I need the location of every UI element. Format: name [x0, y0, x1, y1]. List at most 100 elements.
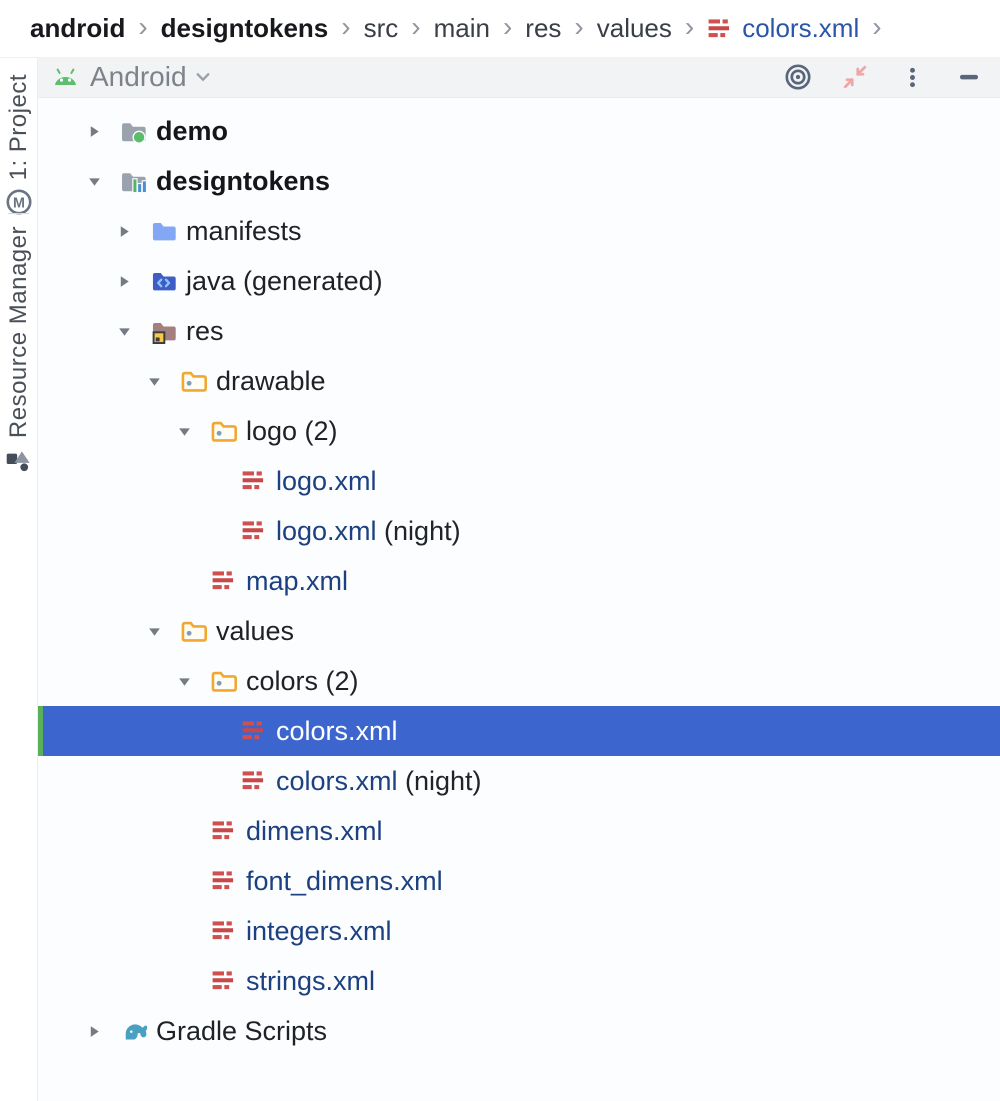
folder-resource-icon	[210, 668, 237, 695]
tree-row-map-xml[interactable]: map.xml	[38, 556, 1000, 606]
tree-row-values[interactable]: values	[38, 606, 1000, 656]
tree-collapse-arrow-icon[interactable]	[86, 1018, 120, 1044]
tree-collapse-arrow-icon[interactable]	[116, 268, 150, 294]
project-tree: demo designtokens manifests java (generated…	[38, 98, 1000, 1101]
tree-row-colors-xml-night[interactable]: colors.xml (night)	[38, 756, 1000, 806]
tree-row-label: colors (2)	[246, 665, 359, 696]
tree-row-demo[interactable]: demo	[38, 106, 1000, 156]
breadcrumb-item-android[interactable]: android	[30, 13, 125, 44]
breadcrumb: android › designtokens › src › main › res › values…	[0, 0, 1000, 57]
breadcrumb-item-values[interactable]: values	[597, 13, 672, 44]
gradle-icon	[120, 1018, 147, 1045]
breadcrumb-item-label: android	[30, 13, 126, 43]
breadcrumb-item-label: src	[363, 13, 399, 43]
android-logo-icon	[50, 64, 81, 90]
breadcrumb-item-label: values	[596, 13, 672, 43]
tree-row-logo-xml-night[interactable]: logo.xml (night)	[38, 506, 1000, 556]
tree-row-drawable[interactable]: drawable	[38, 356, 1000, 406]
xml-file-icon	[210, 568, 237, 595]
breadcrumb-separator: ›	[411, 11, 421, 42]
stripe-button-project[interactable]: 1: Project M	[0, 74, 37, 216]
tree-expand-arrow-icon[interactable]	[116, 318, 150, 344]
breadcrumb-item-main[interactable]: main	[434, 13, 490, 44]
tree-row-label: manifests	[186, 215, 302, 246]
module-folder-dot-icon	[120, 118, 147, 145]
module-folder-chart-icon	[120, 168, 147, 195]
tree-row-designtokens[interactable]: designtokens	[38, 156, 1000, 206]
xml-file-icon	[240, 468, 267, 495]
tree-row-label: colors.xml	[276, 715, 398, 746]
tree-row-dimens-xml[interactable]: dimens.xml	[38, 806, 1000, 856]
collapse-all-button[interactable]	[840, 62, 870, 92]
tree-expand-arrow-icon[interactable]	[176, 668, 210, 694]
hide-tool-window-button[interactable]	[954, 62, 984, 92]
tree-row-label: logo.xml	[276, 515, 377, 546]
tree-row-label: strings.xml	[246, 965, 376, 996]
resource-manager-icon	[5, 446, 32, 473]
tree-row-label: values	[216, 615, 295, 646]
tree-row-manifests[interactable]: manifests	[38, 206, 1000, 256]
breadcrumb-separator: ›	[872, 11, 882, 42]
collapse-arrows-icon	[842, 64, 868, 90]
kebab-icon	[901, 66, 924, 89]
tree-arrow-spacer	[176, 968, 210, 994]
tree-expand-arrow-icon[interactable]	[176, 418, 210, 444]
tree-collapse-arrow-icon[interactable]	[116, 218, 150, 244]
tree-row-colors-2[interactable]: colors (2)	[38, 656, 1000, 706]
xml-file-icon	[210, 868, 237, 895]
tree-row-label: demo	[156, 115, 229, 146]
tree-row-label: res	[186, 315, 224, 346]
target-icon	[784, 63, 812, 91]
tree-expand-arrow-icon[interactable]	[146, 618, 180, 644]
tree-row-font-dimens-xml[interactable]: font_dimens.xml	[38, 856, 1000, 906]
minimize-icon	[957, 65, 981, 89]
tree-row-label: colors.xml	[276, 765, 398, 796]
tree-row-label: java (generated)	[186, 265, 383, 296]
tree-row-logo-2[interactable]: logo (2)	[38, 406, 1000, 456]
tool-window-stripe: 1: Project M Resource Manager	[0, 57, 38, 1101]
stripe-label-project: 1: Project	[4, 74, 32, 181]
tree-arrow-spacer	[206, 518, 240, 544]
locate-file-button[interactable]	[783, 62, 813, 92]
tree-row-label: map.xml	[246, 565, 349, 596]
xml-file-icon	[240, 518, 267, 545]
tool-window-view-title[interactable]: Android	[90, 61, 187, 92]
breadcrumb-item-label: colors.xml	[742, 13, 860, 43]
tree-expand-arrow-icon[interactable]	[86, 168, 120, 194]
breadcrumb-separator: ›	[684, 11, 695, 42]
tree-row-qualifier: (night)	[376, 515, 461, 546]
tree-row-res[interactable]: res	[38, 306, 1000, 356]
tree-arrow-spacer	[176, 568, 210, 594]
folder-resource-icon	[180, 618, 207, 645]
tree-row-gradle-scripts[interactable]: Gradle Scripts	[38, 1006, 1000, 1056]
tree-row-label: integers.xml	[246, 915, 392, 946]
tree-row-label: logo (2)	[246, 415, 338, 446]
tree-arrow-spacer	[206, 718, 240, 744]
folder-blue-icon	[150, 218, 177, 245]
xml-file-icon	[707, 16, 733, 42]
tree-row-strings-xml[interactable]: strings.xml	[38, 956, 1000, 1006]
tree-row-label: Gradle Scripts	[156, 1015, 328, 1046]
tree-arrow-spacer	[176, 918, 210, 944]
stripe-button-resource-manager[interactable]: Resource Manager	[0, 226, 37, 473]
tree-row-java-generated[interactable]: java (generated)	[38, 256, 1000, 306]
tool-window-header: Android	[38, 57, 1000, 98]
tree-arrow-spacer	[176, 868, 210, 894]
tree-arrow-spacer	[206, 768, 240, 794]
tree-row-label: drawable	[216, 365, 326, 396]
more-options-button[interactable]	[897, 62, 927, 92]
tree-expand-arrow-icon[interactable]	[146, 368, 180, 394]
tree-row-colors-xml[interactable]: colors.xml	[38, 706, 1000, 756]
tree-row-label: font_dimens.xml	[246, 865, 443, 896]
breadcrumb-item-src[interactable]: src	[364, 13, 399, 44]
breadcrumb-separator: ›	[574, 11, 584, 42]
breadcrumb-item-res[interactable]: res	[525, 13, 561, 44]
breadcrumb-item-designtokens[interactable]: designtokens	[161, 13, 329, 44]
breadcrumb-separator: ›	[138, 11, 148, 42]
breadcrumb-item-colors-xml[interactable]: colors.xml	[707, 13, 859, 44]
tree-arrow-spacer	[206, 468, 240, 494]
tree-collapse-arrow-icon[interactable]	[86, 118, 120, 144]
tree-row-logo-xml[interactable]: logo.xml	[38, 456, 1000, 506]
tree-row-integers-xml[interactable]: integers.xml	[38, 906, 1000, 956]
chevron-down-icon[interactable]	[191, 65, 215, 89]
